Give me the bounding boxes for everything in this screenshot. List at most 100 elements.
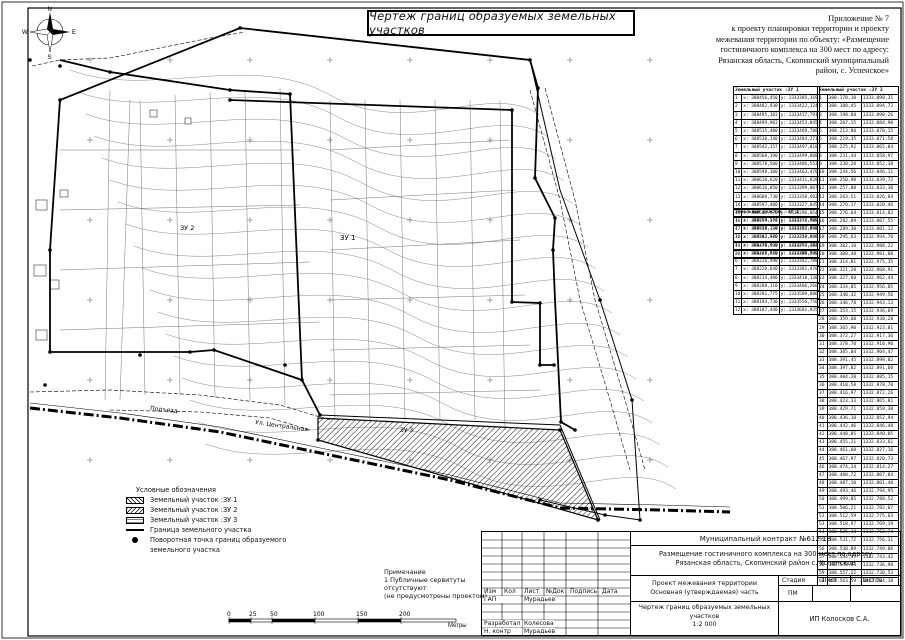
table-cell: 15 xyxy=(817,208,828,219)
table-cell: 4 xyxy=(732,118,743,128)
table-cell: y: 1333418,130 xyxy=(778,273,820,283)
table-cell: y: 1333463,470 xyxy=(778,167,820,178)
table-cell: 1333.052,38 xyxy=(860,159,900,169)
table-cell: 30 xyxy=(817,331,828,341)
turning-point xyxy=(283,363,287,367)
table-cell: 388.429,71 xyxy=(826,405,862,415)
table-cell: 1333.039,72 xyxy=(860,176,900,186)
turning-point xyxy=(288,92,292,96)
table-cell: 388.295,63 xyxy=(826,233,862,243)
table-cell: 33 xyxy=(817,356,828,366)
table-cell: 1332.917,36 xyxy=(860,331,900,341)
table-cell: y: 1333469,700 xyxy=(778,126,820,137)
table-cell: y: 1333437,791 xyxy=(778,110,820,120)
compass-s: S xyxy=(48,55,52,61)
table-cell: 388.314,81 xyxy=(826,257,862,268)
compass-w: W xyxy=(22,30,28,36)
table-cell: 1332.840,05 xyxy=(860,429,900,440)
table-cell: 18 xyxy=(817,233,828,243)
table-cell: 388.334,05 xyxy=(826,282,862,292)
table-cell: y: 1333466,260 xyxy=(778,281,820,291)
legend-item: земельного участка xyxy=(126,545,286,555)
turning-point xyxy=(538,363,542,367)
note-line: Примечание xyxy=(384,568,426,576)
turning-point xyxy=(58,64,62,68)
contour-line xyxy=(165,333,637,380)
turning-point xyxy=(510,108,514,112)
table-cell: 1332.827,16 xyxy=(860,446,900,456)
table-cell: 388.276,64 xyxy=(826,208,862,219)
table-cell: 1332.943,13 xyxy=(860,298,900,309)
table-cell: 388.231,44 xyxy=(826,151,862,161)
table-cell: x: 388482,930 xyxy=(741,102,780,112)
appendix-line: Приложение № 7 xyxy=(828,14,889,23)
scale-tick-label: 100 xyxy=(313,611,325,618)
title-block: Муниципальный контракт №612-18 Размещени… xyxy=(481,531,901,636)
table-cell: 388.461,60 xyxy=(826,446,862,456)
table-cell: 1333.058,97 xyxy=(860,151,900,161)
table-cell: 1332.782,07 xyxy=(860,503,900,513)
table-cell: 388.487,10 xyxy=(826,478,862,489)
table-cell: 388.385,04 xyxy=(826,347,862,358)
table-cell: 38 xyxy=(817,397,828,407)
stage-value: ПМ xyxy=(788,590,798,597)
table-cell: 388.198,60 xyxy=(826,110,862,120)
table-cell: 388.250,90 xyxy=(826,176,862,186)
turning-point xyxy=(318,413,322,417)
drawing-line: Чертеж границ образуемых земельных xyxy=(638,604,771,611)
scale-tick-label: 200 xyxy=(399,611,411,618)
table-cell: 2 xyxy=(732,224,743,234)
role-gap: ГАП xyxy=(484,596,520,603)
table-cell: 388.219,35 xyxy=(826,135,862,145)
table-cell: 28 xyxy=(817,315,828,325)
table-cell: y: 1333358,602 xyxy=(778,192,820,202)
table-cell: 7 xyxy=(732,143,743,153)
table-cell: 1332.775,63 xyxy=(860,511,900,521)
table-cell: 1332.962,44 xyxy=(860,274,900,284)
turning-point xyxy=(108,70,112,74)
table-cell: 1333.046,11 xyxy=(860,167,900,178)
contour-line xyxy=(109,179,581,226)
table-cell: 1332.872,26 xyxy=(860,388,900,399)
parcel-zu3-hatched xyxy=(317,417,600,521)
table-cell: 9 xyxy=(732,159,743,169)
scale-tick-label: 0 xyxy=(227,611,231,618)
table-cell: 388.359,60 xyxy=(826,315,862,325)
turning-point xyxy=(300,378,304,382)
appendix-line: Рязанская область, Скопинский муниципаль… xyxy=(718,55,889,65)
table-cell: x: 388214,480 xyxy=(741,273,780,283)
table-cell: 23 xyxy=(817,274,828,284)
table-cell: 1333.026,84 xyxy=(860,192,900,202)
table-cell: 47 xyxy=(817,470,828,481)
turning-point xyxy=(596,518,600,522)
table-cell: 388.397,82 xyxy=(826,364,862,374)
header-izm: Изм xyxy=(484,588,497,595)
header-kol: Кол xyxy=(504,588,516,595)
table-cell: 6 xyxy=(732,135,743,145)
table-cell: 41 xyxy=(817,421,828,431)
table-cell: 1332.807,84 xyxy=(860,470,900,481)
label-parcel-3: ЗУ 3 xyxy=(400,427,413,434)
table-cell: 1333.084,90 xyxy=(860,118,900,128)
table-cell: 49 xyxy=(817,487,828,497)
compass-rose: N S W E xyxy=(22,7,76,61)
table-cell: 24 xyxy=(817,282,828,292)
